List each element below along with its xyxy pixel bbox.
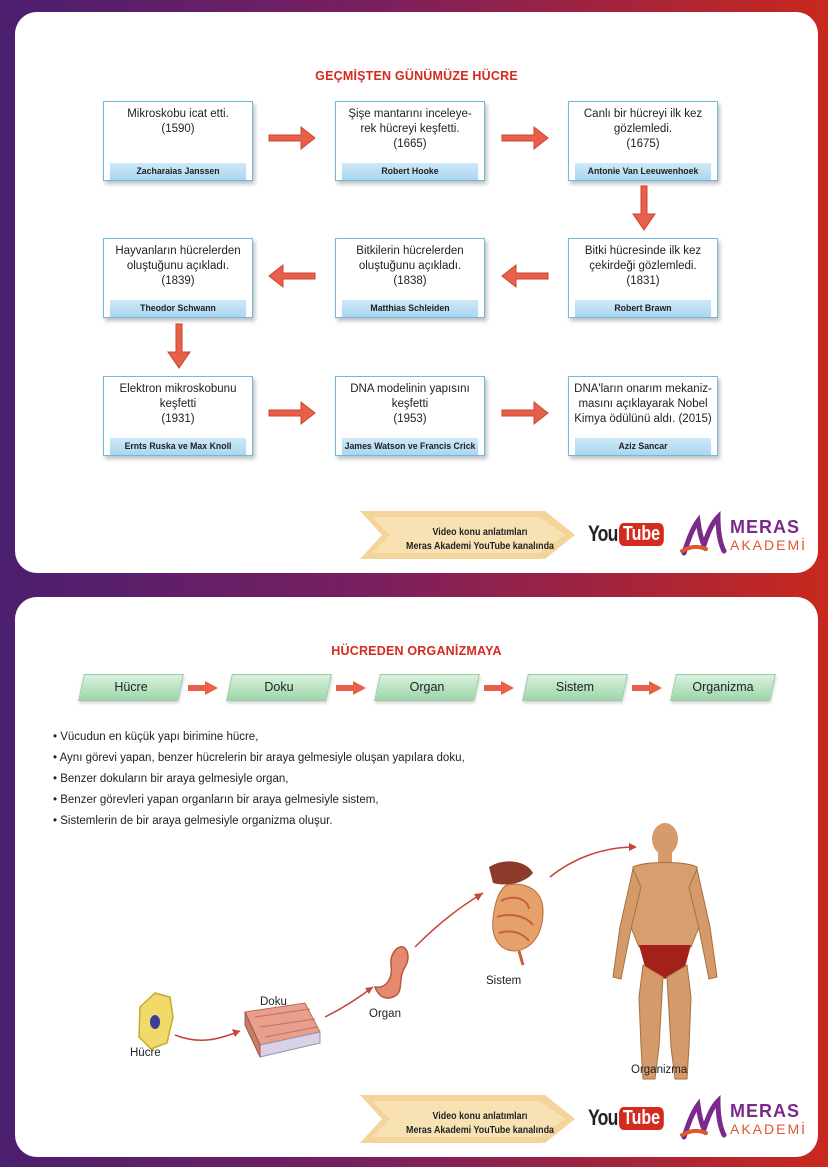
video-banner-line1: Video konu anlatımları [432, 1110, 528, 1122]
definition-item: Benzer dokuların bir araya gelmesiyle or… [53, 769, 465, 790]
chain-box-organism: Organizma [670, 674, 776, 701]
timeline-box-hooke: Şişe mantarını inceleye- rek hücreyi keş… [335, 101, 485, 181]
timeline-box-text: DNA'ların onarım mekaniz- masını açıklay… [574, 383, 712, 425]
cell-image [138, 992, 174, 1050]
meras-brand-top: MERAS [730, 517, 801, 537]
timeline-box-name: Matthias Schleiden [341, 300, 479, 317]
chain-label: Hücre [114, 680, 148, 694]
chain-label: Doku [264, 680, 294, 694]
timeline-box-ruska-knoll: Elektron mikroskobunu keşfetti (1931) Er… [103, 376, 253, 456]
chain-label: Organ [409, 680, 445, 694]
arrow-left-icon [501, 263, 549, 289]
connector-arrow-icon [174, 1030, 241, 1041]
ribbon-shape [360, 1095, 575, 1143]
connector-arrow-icon [549, 846, 636, 878]
video-banner-text: Video konu anlatımları Meras Akademi You… [404, 525, 557, 553]
timeline-box-text: DNA modelinin yapısını keşfetti (1953) [350, 383, 470, 425]
arrow-right-icon [484, 681, 514, 695]
tissue-label: Doku [260, 996, 287, 1008]
timeline-box-text: Bitki hücresinde ilk kez çekirdeği gözle… [584, 245, 702, 287]
chain-box-system: Sistem [522, 674, 628, 701]
definition-item: Vücudun en küçük yapı birimine hücre, [53, 727, 465, 748]
video-banner[interactable]: Video konu anlatımları Meras Akademi You… [360, 510, 810, 563]
arrow-right-icon [188, 681, 218, 695]
arrow-right-icon [501, 400, 549, 426]
timeline-box-leeuwenhoek: Canlı bir hücreyi ilk kez gözlemledi. (1… [568, 101, 718, 181]
meras-m-icon [680, 510, 727, 556]
definition-item: Aynı görevi yapan, benzer hücrelerin bir… [53, 748, 465, 769]
stomach-image [373, 946, 409, 999]
arrow-right-icon [632, 681, 662, 695]
video-banner-line2: Meras Akademi YouTube kanalında [406, 540, 554, 552]
video-banner-text: Video konu anlatımları Meras Akademi You… [404, 1109, 557, 1137]
timeline-panel: GEÇMİŞTEN GÜNÜMÜZE HÜCRE Mikroskobu icat… [15, 12, 818, 573]
connector-arrow-icon [324, 986, 374, 1018]
timeline-box-name: James Watson ve Francis Crick [341, 438, 479, 455]
meras-akademi-logo[interactable]: MERAS AKADEMİ [680, 1094, 810, 1145]
arrow-right-icon [268, 400, 316, 426]
chain-box-cell: Hücre [78, 674, 184, 701]
timeline-box-text: Bitkilerin hücrelerden oluştuğunu açıkla… [356, 245, 464, 287]
timeline-box-janssen: Mikroskobu icat etti. (1590) Zacharaias … [103, 101, 253, 181]
timeline-box-sancar: DNA'ların onarım mekaniz- masını açıklay… [568, 376, 718, 456]
timeline-box-name: Antonie Van Leeuwenhoek [574, 163, 712, 180]
definition-list: Vücudun en küçük yapı birimine hücre, Ay… [53, 727, 465, 832]
ribbon-shape [360, 511, 575, 559]
timeline-title: GEÇMİŞTEN GÜNÜMÜZE HÜCRE [315, 69, 518, 83]
meras-akademi-logo[interactable]: MERAS AKADEMİ [680, 510, 810, 561]
arrow-right-icon [501, 125, 549, 151]
youtube-tube-text: Tube [618, 522, 664, 546]
timeline-box-name: Zacharaias Janssen [109, 163, 247, 180]
timeline-box-name: Ernts Ruska ve Max Knoll [109, 438, 247, 455]
timeline-box-watson-crick: DNA modelinin yapısını keşfetti (1953) J… [335, 376, 485, 456]
youtube-you-text: You [588, 521, 618, 546]
timeline-box-text: Mikroskobu icat etti. (1590) [127, 108, 229, 135]
system-label: Sistem [486, 975, 522, 987]
cell-label: Hücre [130, 1047, 161, 1059]
arrow-left-icon [268, 263, 316, 289]
chain-box-tissue: Doku [226, 674, 332, 701]
human-body-image [612, 823, 718, 1080]
digestive-system-image [489, 861, 544, 966]
meras-brand-bottom: AKADEMİ [730, 1121, 808, 1137]
definition-item: Benzer görevleri yapan organların bir ar… [53, 790, 465, 811]
chain-label: Sistem [555, 680, 595, 694]
timeline-box-text: Elektron mikroskobunu keşfetti (1931) [119, 383, 237, 425]
timeline-box-text: Hayvanların hücrelerden oluştuğunu açıkl… [115, 245, 241, 287]
video-banner-line2: Meras Akademi YouTube kanalında [406, 1124, 554, 1136]
arrow-down-icon [632, 185, 656, 231]
video-banner-line1: Video konu anlatımları [432, 526, 528, 538]
timeline-box-schwann: Hayvanların hücrelerden oluştuğunu açıkl… [103, 238, 253, 318]
timeline-box-schleiden: Bitkilerin hücrelerden oluştuğunu açıkla… [335, 238, 485, 318]
youtube-tube-text: Tube [618, 1106, 664, 1130]
tissue-image [244, 1002, 321, 1058]
arrow-right-icon [336, 681, 366, 695]
meras-brand-top: MERAS [730, 1101, 801, 1121]
timeline-box-brown: Bitki hücresinde ilk kez çekirdeği gözle… [568, 238, 718, 318]
timeline-box-text: Canlı bir hücreyi ilk kez gözlemledi. (1… [583, 108, 703, 150]
meras-m-icon [680, 1094, 727, 1140]
timeline-box-name: Robert Hooke [341, 163, 479, 180]
timeline-box-name: Robert Brawn [574, 300, 712, 317]
arrow-down-icon [167, 323, 191, 369]
definition-item: Sistemlerin de bir araya gelmesiyle orga… [53, 811, 465, 832]
timeline-box-text: Şişe mantarını inceleye- rek hücreyi keş… [348, 108, 472, 150]
chain-label: Organizma [692, 680, 754, 694]
timeline-box-name: Aziz Sancar [574, 438, 712, 455]
organization-illustration [138, 823, 718, 1080]
organ-label: Organ [369, 1008, 401, 1020]
organism-label: Organizma [631, 1064, 688, 1076]
arrow-right-icon [268, 125, 316, 151]
connector-arrow-icon [414, 892, 484, 948]
organization-title: HÜCREDEN ORGANİZMAYA [331, 644, 502, 658]
meras-brand-bottom: AKADEMİ [730, 537, 808, 553]
youtube-you-text: You [588, 1105, 618, 1130]
timeline-box-name: Theodor Schwann [109, 300, 247, 317]
organization-panel: HÜCREDEN ORGANİZMAYA Hücre Doku Organ Si… [15, 597, 818, 1157]
chain-box-organ: Organ [374, 674, 480, 701]
video-banner[interactable]: Video konu anlatımları Meras Akademi You… [360, 1094, 810, 1147]
